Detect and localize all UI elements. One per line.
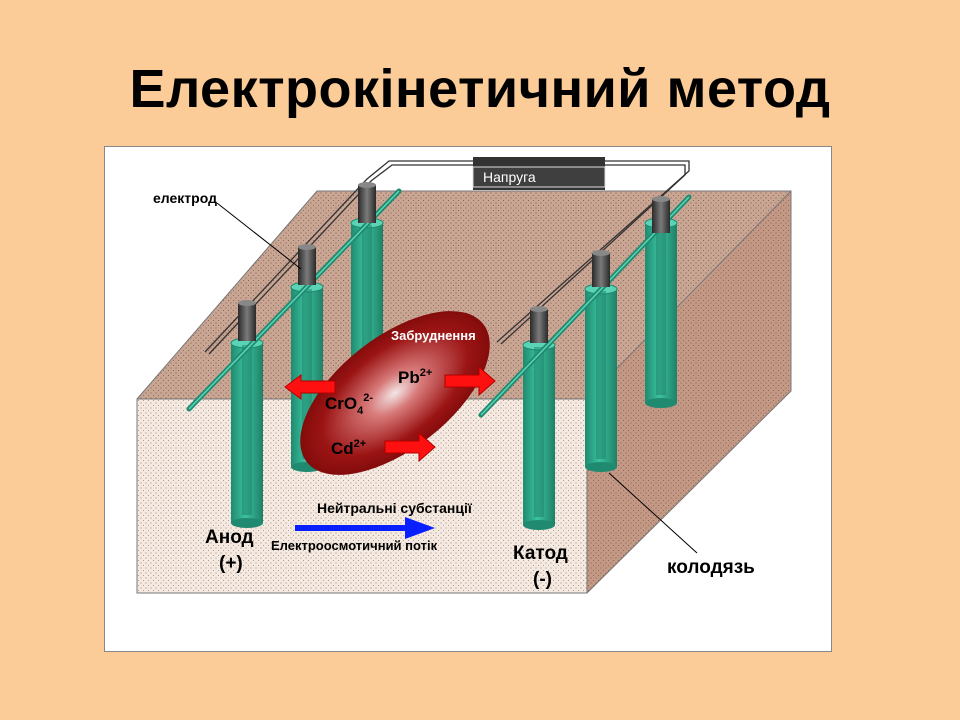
figure-panel: Напруга — [104, 146, 832, 652]
cathode-well-back — [644, 217, 678, 408]
voltage-label: Напруга — [483, 169, 536, 185]
anode-well-front — [230, 337, 264, 528]
ion-pb-label: Pb2+ — [398, 367, 432, 387]
anode-label: Анод — [205, 527, 254, 548]
electrode-leader-line — [216, 202, 302, 270]
cathode-well-middle — [584, 283, 618, 472]
contamination-label: Забруднення — [391, 328, 476, 343]
electroosmotic-flow-label: Електроосмотичний потік — [271, 538, 438, 553]
electroosmotic-flow-arrow — [295, 517, 435, 539]
wire-anode — [204, 160, 475, 355]
cd-arrow-to-cathode — [384, 431, 436, 463]
electrode-label: електрод — [153, 190, 217, 206]
cro4-arrow-to-anode — [284, 374, 336, 400]
contamination-plume — [300, 311, 490, 475]
cathode-label: Катод — [513, 543, 568, 564]
well-leader-line — [608, 472, 698, 554]
well-label: колодязь — [667, 557, 755, 578]
neutral-substances-label: Нейтральні субстанції — [317, 500, 473, 516]
electrokinetic-diagram: Напруга — [136, 157, 792, 594]
cathode-well-front — [522, 339, 556, 530]
ion-cd-label: Cd2+ — [331, 438, 366, 458]
electrode — [238, 182, 670, 343]
slide-title: Електрокінетичний метод — [129, 59, 831, 119]
cathode-sign: (-) — [533, 569, 552, 590]
ion-cro4-label: CrO42- — [325, 392, 373, 417]
pb-arrow-to-cathode — [444, 365, 496, 397]
anode-sign: (+) — [219, 553, 243, 574]
